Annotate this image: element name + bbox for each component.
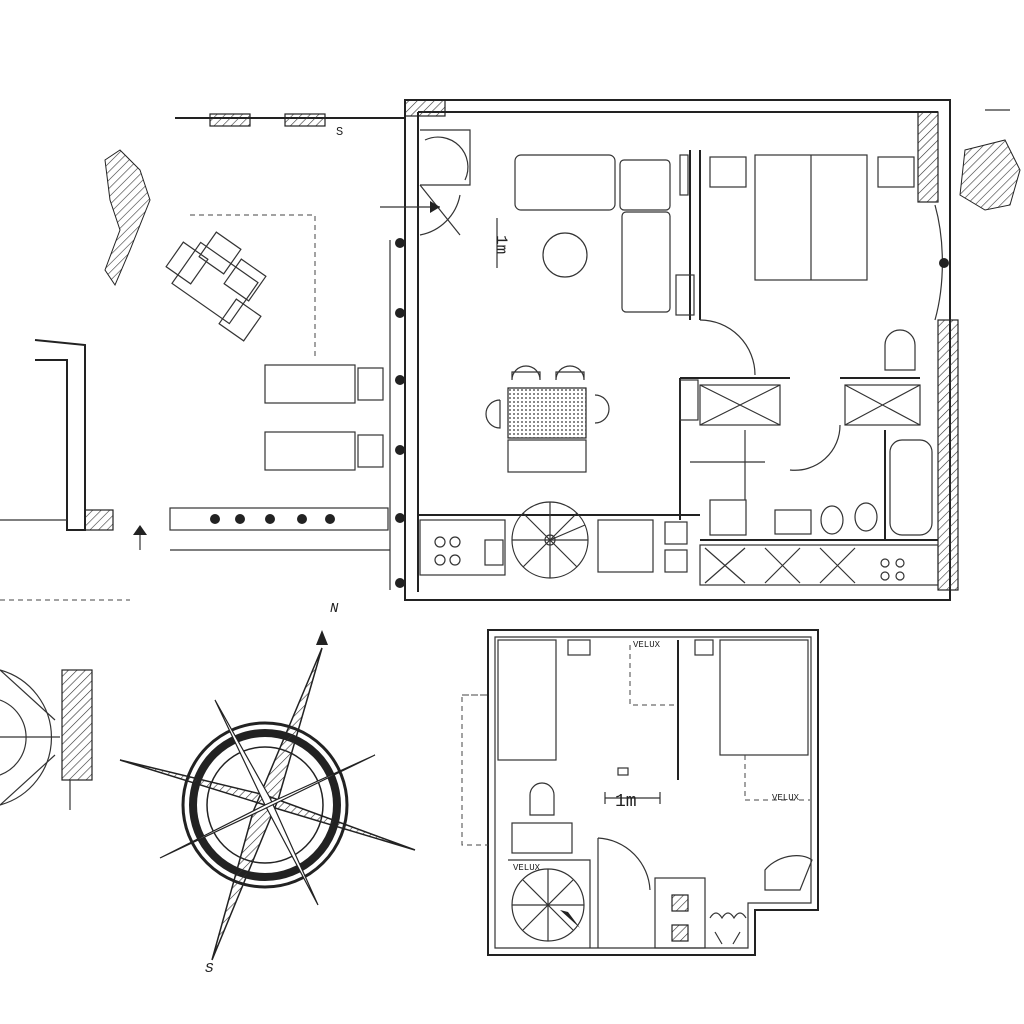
spiral-staircase-detail — [0, 669, 93, 810]
terrace-furniture — [165, 231, 384, 471]
compass-north-label: N — [330, 601, 339, 617]
spiral-staircase-upper — [511, 868, 585, 942]
skylight-label-2: VELUX — [772, 793, 800, 803]
compass-rose: N S — [119, 601, 416, 977]
upper-floor-scale-label: 1m — [615, 792, 637, 812]
ground-floor-scale-label: 1m — [492, 235, 510, 254]
spiral-staircase-ground — [511, 501, 589, 579]
compass-south-label: S — [205, 961, 214, 977]
entrance-label: S — [336, 125, 343, 139]
skylight-label-3: VELUX — [513, 863, 541, 873]
ground-floor-plan: 1m — [0, 99, 1021, 601]
dining-table — [507, 387, 587, 439]
upper-floor-plan: 1m VELUX VELUX VELUX — [461, 629, 819, 956]
skylight-label-1: VELUX — [633, 640, 661, 650]
